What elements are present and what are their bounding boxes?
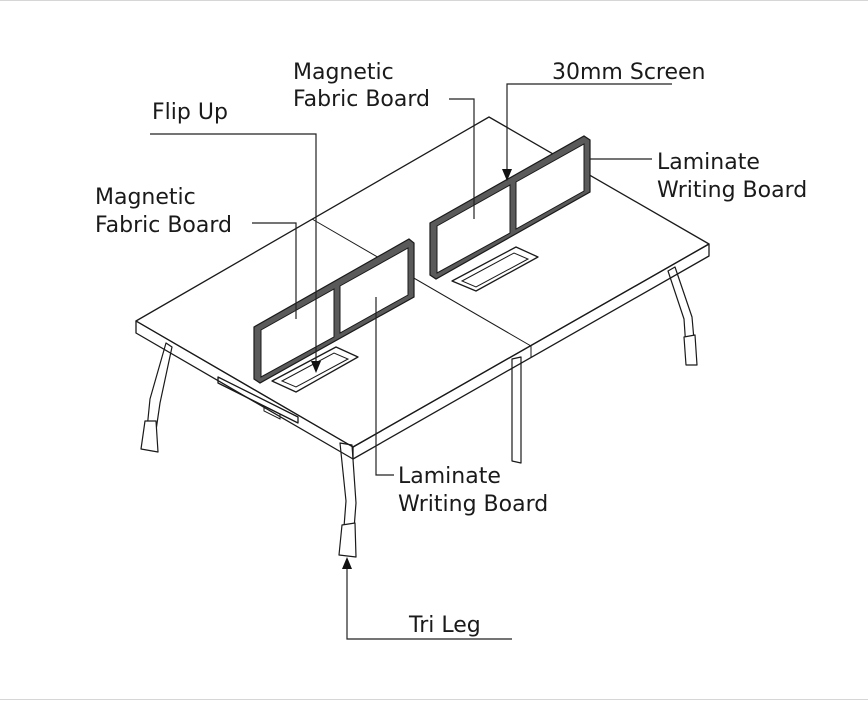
cable-tray <box>217 376 299 424</box>
desk-top <box>135 116 710 460</box>
label-laminate-writing-board-right-2: Writing Board <box>657 178 807 203</box>
fabric-panel-back <box>436 184 511 274</box>
grommet-back <box>451 246 539 292</box>
desk-top-surface <box>135 116 710 448</box>
grommet-front <box>271 346 359 393</box>
screen-back <box>429 135 591 280</box>
writing-panel-front <box>339 247 409 334</box>
label-laminate-writing-board-bottom-1: Laminate <box>398 464 501 489</box>
label-magnetic-fabric-board-top-2: Fabric Board <box>293 87 430 112</box>
label-magnetic-fabric-board-top-1: Magnetic <box>293 60 394 85</box>
label-laminate-writing-board-bottom-2: Writing Board <box>398 492 548 517</box>
desk-legs <box>140 266 698 558</box>
label-magnetic-fabric-board-left-2: Fabric Board <box>95 213 232 238</box>
labels: Magnetic Fabric Board 30mm Screen Flip U… <box>95 60 807 638</box>
right-leg-foot <box>683 334 698 366</box>
tri-leg-foot <box>338 522 357 558</box>
label-30mm-screen: 30mm Screen <box>552 60 705 85</box>
leader-lines <box>150 83 672 640</box>
label-magnetic-fabric-board-left-1: Magnetic <box>95 185 196 210</box>
desk-top-edge <box>135 243 710 460</box>
label-flip-up: Flip Up <box>152 100 228 125</box>
label-laminate-writing-board-right-1: Laminate <box>657 150 760 175</box>
label-tri-leg: Tri Leg <box>408 613 481 638</box>
writing-panel-back <box>515 143 585 230</box>
center-leg <box>511 356 522 464</box>
left-leg-foot <box>140 420 159 453</box>
screen-front <box>253 238 415 384</box>
